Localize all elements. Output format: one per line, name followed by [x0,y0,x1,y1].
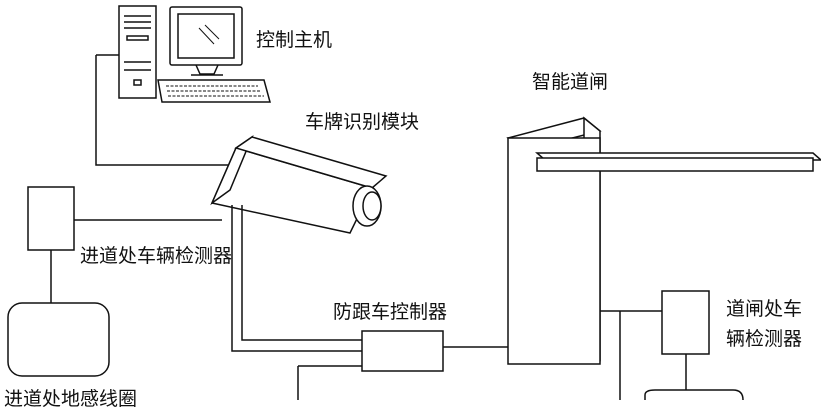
system-diagram [7,5,821,400]
entry-ground-loop-box [7,302,110,377]
gate-ground-loop-box [644,389,744,400]
anti-tailgating-controller-label: 防跟车控制器 [333,301,448,323]
computer-icon [118,5,271,103]
gate-vehicle-detector-label-line1: 道闸处车 [726,298,803,320]
camera-controller-wire-b [241,205,362,341]
camera-controller-wire-a [231,205,362,352]
gate-vehicle-detector-box [661,290,710,355]
control-host-label: 控制主机 [256,29,333,51]
smart-gate-label: 智能道闸 [532,71,609,93]
entry-ground-loop-label: 进道处地感线圈 [4,388,138,410]
entry-vehicle-detector-label: 进道处车辆检测器 [80,245,233,267]
smart-gate [506,116,821,365]
gate-vehicle-detector-label-line2: 辆检测器 [726,328,803,350]
entry-vehicle-detector-box [27,186,75,251]
host-camera-wire [95,54,235,166]
camera-icon [210,134,388,234]
plate-recognition-module-label: 车牌识别模块 [305,111,420,133]
anti-tailgating-controller-box [361,330,444,372]
